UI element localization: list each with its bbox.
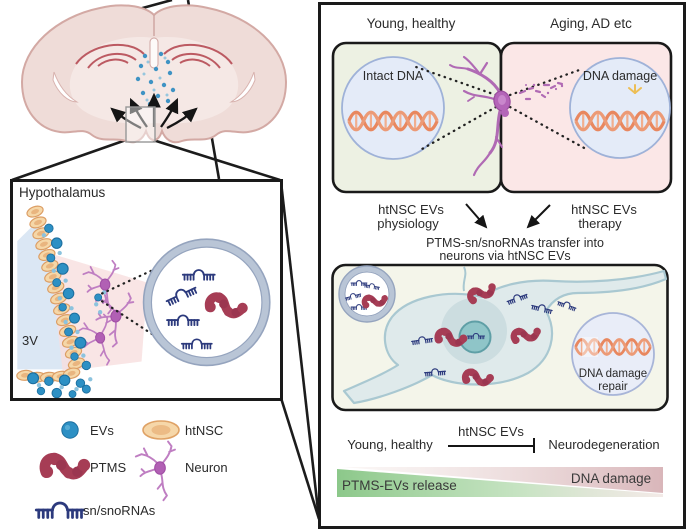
neuron-icon — [134, 440, 176, 502]
pathway-left-line2: physiology — [377, 216, 439, 231]
transfer-caption-line2: neurons via htNSC EVs — [439, 249, 571, 263]
legend-label-neuron: Neuron — [185, 460, 228, 475]
hippocampus-curves — [75, 43, 233, 69]
condition-label-aging: Aging, AD etc — [550, 16, 632, 31]
repair-label-line2: repair — [598, 381, 628, 393]
ev-icon — [61, 421, 79, 439]
arrow-down-right-icon — [465, 203, 488, 229]
zoom-line-left — [11, 138, 127, 182]
repaired-segment — [582, 337, 598, 357]
htnsc-icon — [142, 420, 180, 440]
ev-vesicle — [338, 265, 396, 323]
hypothalamus-title: Hypothalamus — [19, 185, 106, 200]
hypothalamus-panel: Hypothalamus 3V — [10, 179, 283, 401]
damage-spark-icon — [628, 84, 642, 94]
degenerating-fragments — [518, 81, 564, 101]
pointer-line-top — [138, 0, 173, 11]
inhibitor-label: htNSC EVs — [458, 424, 524, 439]
summary-from-label: Young, healthy — [347, 437, 433, 452]
ev-magnified-circle — [142, 238, 271, 367]
transfer-arrows — [465, 203, 551, 229]
dna-damage-label: DNA damage — [583, 69, 657, 83]
ptms-icon — [41, 453, 90, 479]
ev-release-arrows — [110, 92, 198, 130]
hypothalamus-illustration — [15, 203, 271, 398]
dna-comparison-figure: Intact DNA DNA damage — [331, 41, 673, 194]
pathway-right-line2: therapy — [578, 216, 622, 231]
central-neuron — [449, 55, 511, 177]
intact-dna-circle — [341, 56, 445, 160]
brain-inner-region — [69, 36, 239, 124]
panel-link-line-lower — [279, 397, 321, 520]
damaged-dna-circle — [569, 57, 671, 159]
third-ventricle-label: 3V — [22, 333, 38, 348]
hypothalamus-region-box — [125, 106, 156, 143]
brain-coronal-section-illustration — [20, 4, 288, 144]
transfer-caption-line1: PTMS-sn/snoRNAs transfer into — [426, 236, 604, 250]
legend: EVs htNSC PTMS Neuron sn/snoRNAs — [34, 420, 228, 519]
pathway-right-line1: htNSC EVs — [571, 202, 637, 217]
nucleolus — [458, 320, 492, 354]
projection-dotted-lines — [414, 65, 588, 151]
gradient-left-label: PTMS-EVs release — [342, 478, 457, 493]
summary-to-label: Neurodegeneration — [548, 437, 660, 452]
degenerating-dots — [525, 83, 564, 95]
legend-label-htnsc: htNSC — [185, 423, 223, 438]
arrow-down-left-icon — [526, 204, 551, 229]
snorna-icon — [34, 501, 86, 519]
repair-label-line1: DNA damage — [579, 368, 647, 380]
legend-label-snorna: sn/snoRNAs — [83, 503, 156, 518]
inhibition-line — [448, 445, 534, 447]
panel-link-line-upper — [279, 181, 321, 520]
lateral-ventricle-slits — [52, 71, 256, 103]
legend-label-ptms: PTMS — [90, 460, 126, 475]
neuron-dendrite — [462, 266, 467, 292]
right-panel: Young, healthy Aging, AD etc Intact DNA … — [318, 2, 686, 529]
gradient-right-label: DNA damage — [570, 471, 652, 486]
intact-dna-label: Intact DNA — [363, 69, 424, 83]
neuron-uptake-figure: DNA damage repair — [331, 263, 669, 412]
dna-repair-circle: DNA damage repair — [571, 312, 655, 396]
condition-label-young: Young, healthy — [366, 16, 456, 31]
ptms-release-wedge — [337, 469, 663, 497]
legend-label-evs: EVs — [90, 423, 114, 438]
third-ventricle-slit — [149, 37, 159, 69]
dna-damage-wedge — [341, 467, 663, 493]
gradient-wedge — [337, 467, 663, 497]
pathway-left-line1: htNSC EVs — [378, 202, 444, 217]
inhibition-bar-icon — [533, 438, 535, 453]
